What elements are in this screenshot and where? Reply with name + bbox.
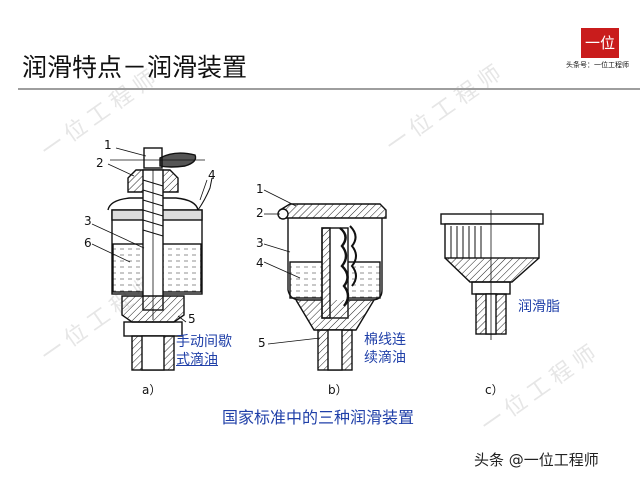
part-number: 2 — [96, 156, 104, 170]
caption-line: 续滴油 — [364, 350, 406, 366]
figure-caption: 国家标准中的三种润滑装置 — [222, 408, 415, 427]
caption-line: 润滑脂 — [518, 299, 560, 315]
device-a-sublabel: a） — [142, 383, 162, 397]
part-number: 4 — [208, 168, 216, 182]
device-a-caption: 手动间歇 式滴油 — [176, 333, 232, 369]
device-c-sublabel: c） — [485, 383, 504, 397]
device-b-leaders — [263, 189, 321, 345]
brand-logo: 一位 — [581, 28, 619, 58]
device-a-leaders — [91, 147, 208, 323]
part-number: 3 — [256, 236, 264, 250]
part-number: 1 — [256, 182, 264, 196]
part-number: 5 — [258, 336, 266, 350]
device-c-caption: 润滑脂 — [518, 298, 560, 316]
part-number: 6 — [84, 236, 92, 250]
part-number: 5 — [188, 312, 196, 326]
part-number: 4 — [256, 256, 264, 270]
caption-line: 手动间歇 — [176, 334, 232, 350]
caption-line: 棉线连 — [364, 332, 406, 348]
footer-attribution: 头条 @一位工程师 — [474, 451, 599, 469]
title-divider — [18, 88, 640, 90]
device-c-drawing — [440, 210, 544, 340]
caption-line: 式滴油 — [176, 352, 218, 368]
part-number: 1 — [104, 138, 112, 152]
slide-title: 润滑特点－润滑装置 — [22, 53, 248, 82]
device-b-sublabel: b） — [328, 383, 348, 397]
device-b-caption: 棉线连 续滴油 — [364, 331, 406, 367]
brand-subtitle: 头条号：一位工程师 — [566, 61, 629, 69]
device-a-drawing — [107, 147, 213, 371]
part-number: 3 — [84, 214, 92, 228]
device-b-drawing — [277, 203, 387, 371]
part-number: 2 — [256, 206, 264, 220]
